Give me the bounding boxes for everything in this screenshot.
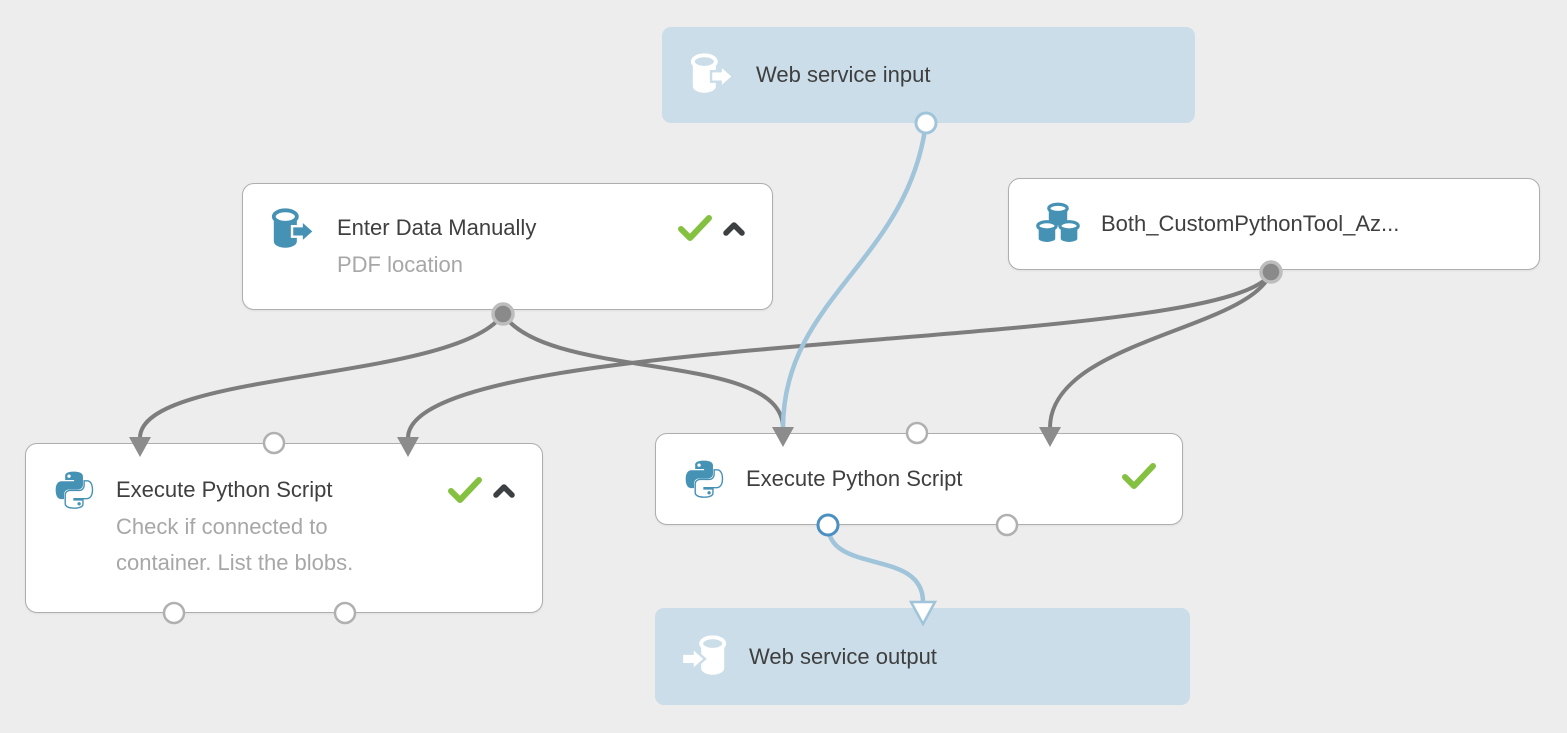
node-execute-python-script-center[interactable]: Execute Python Script <box>655 433 1183 525</box>
node-title: Enter Data Manually <box>337 215 537 240</box>
input-port-eps-left-2[interactable] <box>262 431 286 455</box>
input-arrow-eps-left-1 <box>129 437 151 457</box>
output-port-eps-left-2[interactable] <box>333 601 357 625</box>
node-execute-python-script-left[interactable]: Execute Python Script Check if connected… <box>25 443 543 613</box>
node-comment: PDF location <box>337 252 463 277</box>
output-port-ws-input[interactable] <box>914 111 938 135</box>
output-port-eps-center-1[interactable] <box>816 513 840 537</box>
output-port-enter-data[interactable] <box>491 302 515 326</box>
output-port-dataset[interactable] <box>1259 260 1283 284</box>
input-port-eps-center-2[interactable] <box>905 421 929 445</box>
node-title: Web service output <box>749 643 937 669</box>
node-title: Web service input <box>756 62 931 87</box>
connection-dataset-to-eps-center[interactable] <box>1048 270 1273 430</box>
input-arrow-eps-center-3 <box>1039 427 1061 447</box>
green-check-icon <box>678 215 712 247</box>
connection-ws-input-to-eps-center[interactable] <box>780 120 929 431</box>
node-dataset-both-custompythontool[interactable]: Both_CustomPythonTool_Az... <box>1008 178 1540 270</box>
input-arrow-eps-center-1 <box>772 427 794 447</box>
node-title: Execute Python Script <box>746 466 963 491</box>
chevron-up-icon[interactable] <box>722 221 746 242</box>
dataset-cylinders-icon <box>1035 201 1081 247</box>
chevron-up-icon[interactable] <box>492 483 516 504</box>
python-icon <box>682 457 726 501</box>
web-service-output-icon <box>681 633 729 681</box>
connection-enter-data-to-eps-center[interactable] <box>501 312 785 430</box>
connection-enter-data-to-eps-left[interactable] <box>138 312 505 440</box>
node-enter-data-manually[interactable]: Enter Data Manually PDF location <box>242 183 773 310</box>
enter-data-icon <box>269 206 317 254</box>
green-check-icon <box>1122 463 1156 495</box>
output-port-eps-left-1[interactable] <box>162 601 186 625</box>
connection-dataset-to-eps-left[interactable] <box>406 270 1273 440</box>
connection-eps-center-to-ws-output[interactable] <box>825 522 926 605</box>
python-icon <box>52 468 96 512</box>
node-title: Execute Python Script <box>116 477 333 502</box>
node-title: Both_CustomPythonTool_Az... <box>1101 211 1400 236</box>
output-port-eps-center-2[interactable] <box>995 513 1019 537</box>
input-arrow-eps-left-3 <box>397 437 419 457</box>
node-web-service-input[interactable]: Web service input <box>662 27 1195 123</box>
input-arrow-ws-output <box>908 600 938 627</box>
web-service-input-icon <box>688 51 736 99</box>
green-check-icon <box>448 477 482 509</box>
node-comment: Check if connected to container. List th… <box>116 514 354 575</box>
